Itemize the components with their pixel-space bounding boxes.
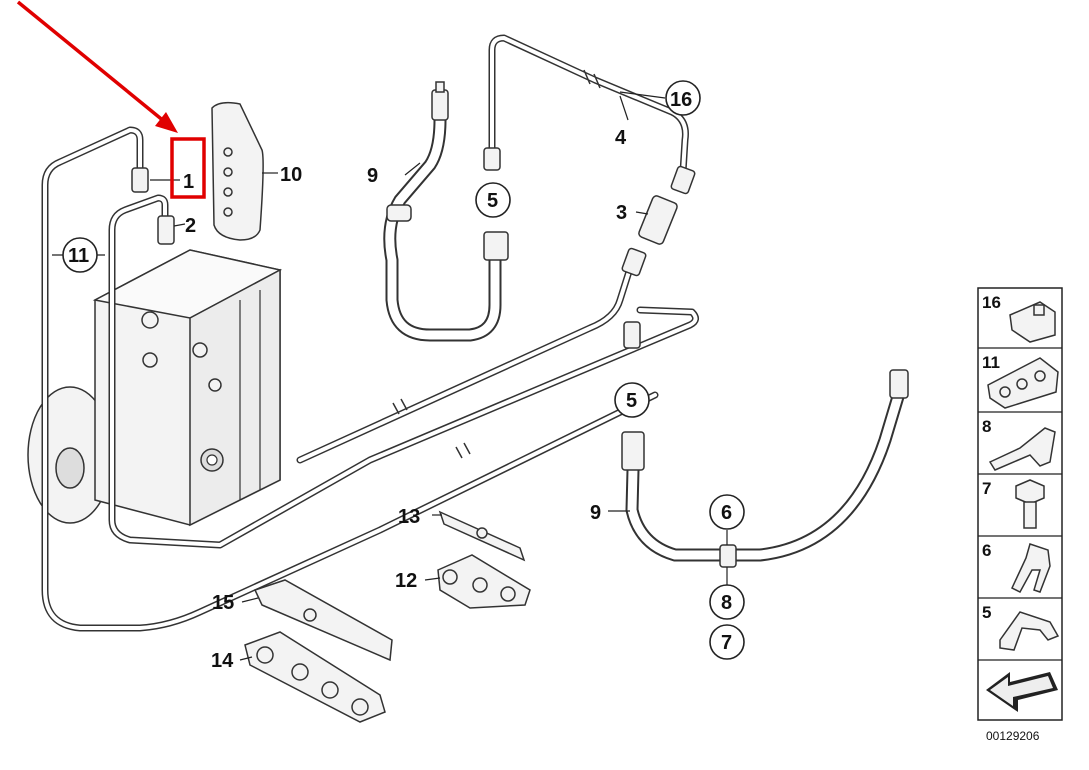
parts-legend: 16 11 8 7 6 5 bbox=[977, 287, 1063, 743]
brake-pipe-front bbox=[296, 258, 636, 464]
label-part-1: 1 bbox=[183, 171, 194, 193]
label-part-7: 7 bbox=[721, 632, 732, 654]
highlight-annotation bbox=[16, 0, 206, 199]
label-part-5-lower: 5 bbox=[626, 390, 637, 412]
svg-text:16: 16 bbox=[982, 293, 1001, 312]
abs-hydraulic-unit bbox=[27, 249, 283, 527]
legend-item-6: 6 bbox=[982, 541, 1051, 593]
gasket-plate-10 bbox=[211, 101, 264, 241]
svg-text:11: 11 bbox=[982, 353, 1000, 372]
label-part-11: 11 bbox=[68, 245, 89, 267]
svg-text:8: 8 bbox=[982, 417, 991, 436]
legend-item-7: 7 bbox=[982, 479, 1045, 529]
label-part-8: 8 bbox=[721, 592, 732, 614]
pipe-break-marks bbox=[392, 69, 601, 459]
direction-arrow-icon bbox=[986, 672, 1058, 712]
fittings bbox=[131, 147, 696, 349]
legend-item-16: 16 bbox=[982, 293, 1056, 343]
svg-text:5: 5 bbox=[982, 603, 991, 622]
brake-pipe-4 bbox=[488, 34, 689, 176]
label-part-16: 16 bbox=[670, 89, 692, 111]
clip-12 bbox=[437, 554, 531, 609]
label-part-3: 3 bbox=[616, 202, 627, 224]
bracket-15 bbox=[253, 579, 393, 662]
brake-hose-9-upper bbox=[383, 81, 509, 342]
label-part-2: 2 bbox=[185, 215, 196, 237]
label-part-12: 12 bbox=[395, 570, 417, 592]
label-part-10: 10 bbox=[280, 164, 302, 186]
legend-item-11: 11 bbox=[982, 353, 1059, 409]
brake-pipe-11 bbox=[41, 126, 659, 632]
diagram-reference-number: 00129206 bbox=[986, 729, 1040, 743]
label-part-15: 15 bbox=[212, 592, 234, 614]
brake-pipe-2 bbox=[108, 194, 699, 549]
label-part-4: 4 bbox=[615, 127, 627, 149]
label-part-6: 6 bbox=[721, 502, 732, 524]
legend-item-8: 8 bbox=[982, 417, 1056, 471]
connector-3 bbox=[638, 195, 678, 245]
bracket-13 bbox=[438, 510, 526, 562]
label-part-9-upper: 9 bbox=[367, 165, 378, 187]
label-part-9-lower: 9 bbox=[590, 502, 601, 524]
callout-circles bbox=[62, 80, 745, 660]
part-labels: 1 2 10 11 9 5 16 4 3 5 9 6 8 7 13 12 15 … bbox=[68, 89, 732, 672]
svg-text:7: 7 bbox=[982, 479, 991, 498]
brake-hose-9-lower bbox=[621, 369, 909, 568]
legend-item-5: 5 bbox=[982, 603, 1060, 651]
clip-14 bbox=[244, 631, 386, 723]
svg-text:6: 6 bbox=[982, 541, 991, 560]
label-part-13: 13 bbox=[398, 506, 420, 528]
label-part-14: 14 bbox=[211, 650, 234, 672]
label-part-5-upper: 5 bbox=[487, 190, 498, 212]
